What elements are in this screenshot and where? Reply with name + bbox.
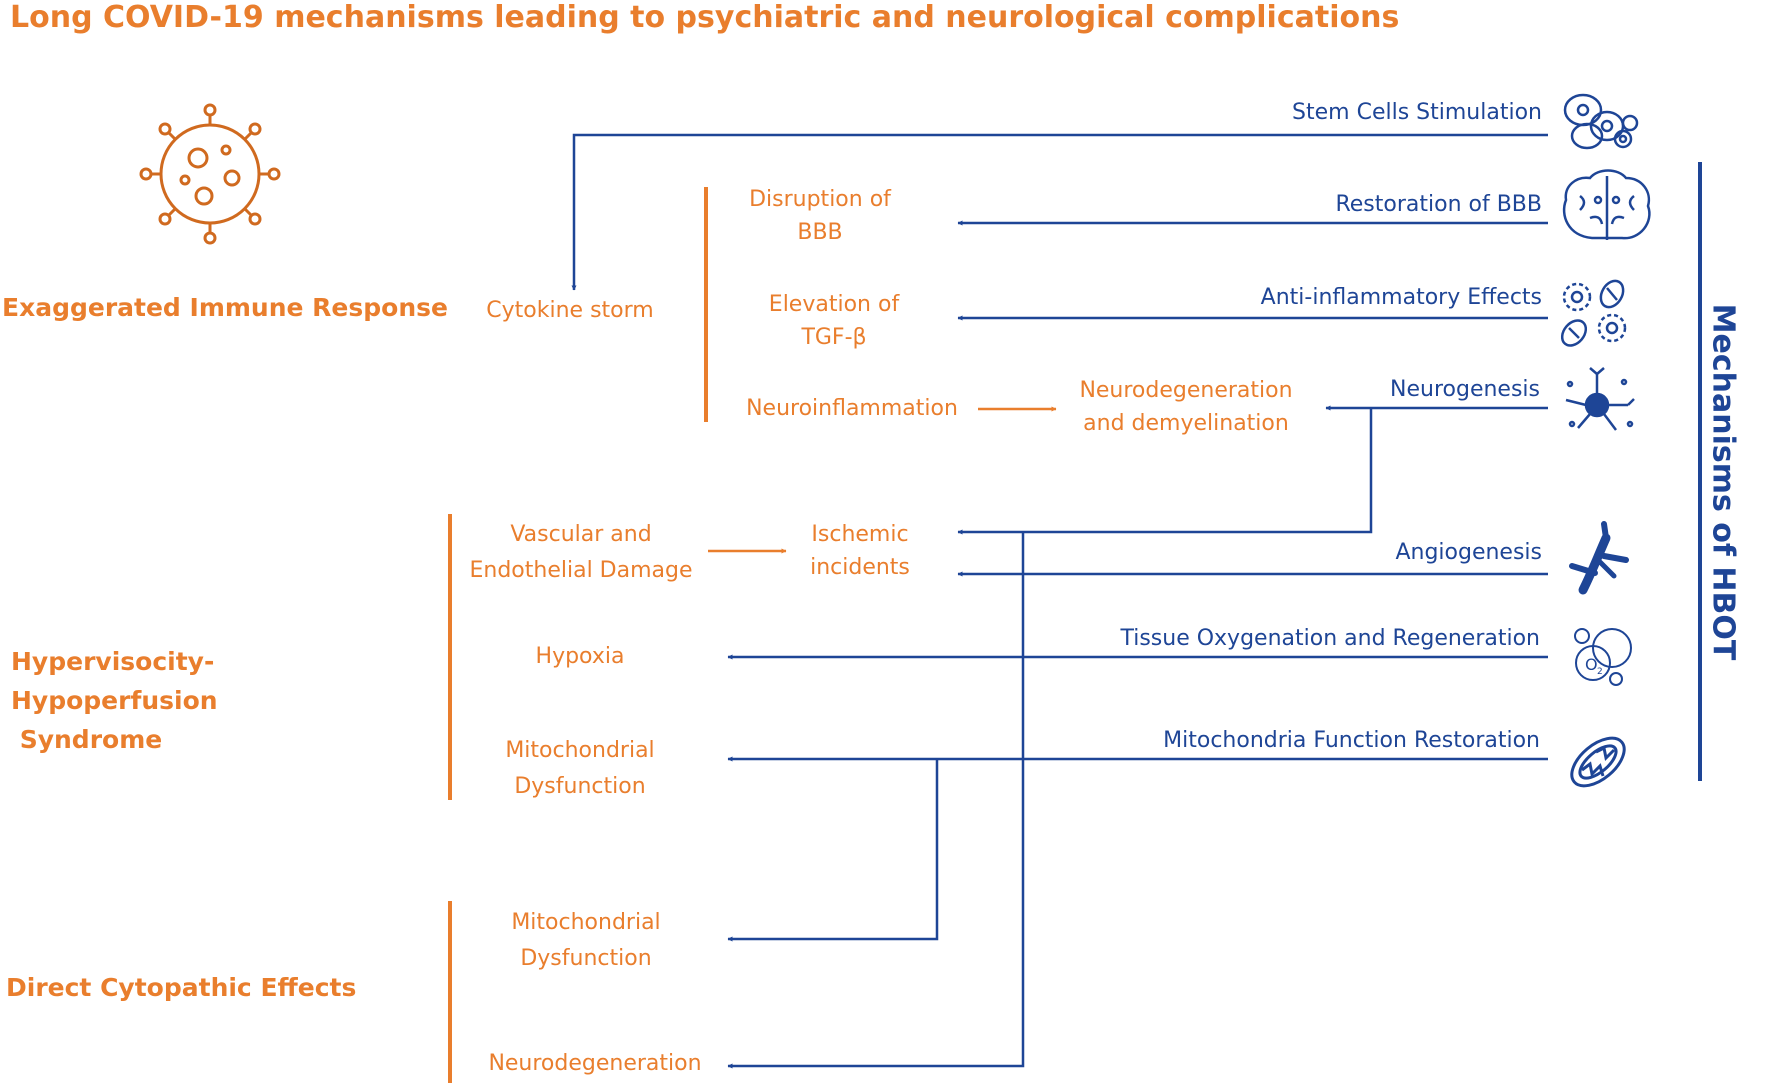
mitochondrial-dysfunction-label-1: Mitochondrial Dysfunction [470, 733, 690, 805]
hbot-mechanisms-label-box: Mechanisms of HBOT [1700, 292, 1746, 672]
mito2-line-1: Mitochondrial [511, 910, 661, 935]
stem-cells-connector [571, 133, 1548, 291]
mito1-line-2: Dysfunction [514, 774, 646, 799]
ischemic-line-2: incidents [810, 555, 910, 580]
neurodegeneration-connector [727, 532, 1025, 1069]
category-hypervisc-line-1: Hypervisocity- [11, 647, 215, 676]
neurodegeneration-label: Neurodegeneration [488, 1051, 702, 1076]
mito1-line-1: Mitochondrial [505, 738, 655, 763]
blood-vessel-icon [1569, 521, 1629, 595]
neurodegen-demyelination-line-1: Neurodegeneration [1079, 378, 1293, 403]
hypoxia-label: Hypoxia [535, 644, 625, 669]
bbb-disruption-line-1: Disruption of [749, 187, 891, 212]
neurogenesis-label: Neurogenesis [1390, 377, 1540, 402]
brain-icon [1562, 169, 1651, 240]
svg-text:O: O [1585, 655, 1598, 674]
ischemic-incidents-label: Ischemic incidents [790, 518, 930, 584]
category-hypervisc-line-3: Syndrome [11, 725, 163, 754]
ischemic-line-1: Ischemic [811, 522, 909, 547]
restoration-bbb-label: Restoration of BBB [1335, 192, 1542, 217]
cytokine-storm-label: Cytokine storm [486, 298, 654, 323]
neurodegen-demyelination-line-2: and demyelination [1083, 411, 1289, 436]
bbb-disruption-label: Disruption of BBB [720, 183, 920, 249]
mitochondria-restoration-label: Mitochondria Function Restoration [1163, 728, 1540, 753]
anti-inflammatory-icon [1560, 279, 1627, 347]
svg-text:2: 2 [1597, 667, 1603, 677]
angiogenesis-label: Angiogenesis [1395, 540, 1542, 565]
virus-icon [139, 103, 281, 245]
category-immune-response: Exaggerated Immune Response [2, 293, 448, 322]
stem-cells-stimulation-label: Stem Cells Stimulation [1292, 100, 1542, 125]
category-hypervisc-line-2: Hypoperfusion [11, 686, 218, 715]
tgf-elevation-line-1: Elevation of [768, 292, 900, 317]
category-cytopathic-effects: Direct Cytopathic Effects [6, 973, 357, 1002]
neurodegeneration-demyelination-label: Neurodegeneration and demyelination [1061, 374, 1311, 440]
tgf-elevation-label: Elevation of TGF-β [734, 288, 934, 354]
neuroinflammation-label: Neuroinflammation [746, 396, 958, 421]
hbot-mechanisms-label: Mechanisms of HBOT [1705, 303, 1741, 661]
anti-inflammatory-effects-label: Anti-inflammatory Effects [1260, 285, 1542, 310]
stem-cells-icon [1563, 93, 1639, 150]
mitochondria-icon [1570, 736, 1626, 788]
tgf-elevation-line-2: TGF-β [801, 325, 867, 350]
vascular-damage-line-2: Endothelial Damage [469, 558, 693, 583]
vascular-damage-label: Vascular and Endothelial Damage [461, 517, 701, 589]
tissue-oxygenation-label: Tissue Oxygenation and Regeneration [1120, 626, 1540, 651]
mito-cytopathic-connector [727, 759, 939, 942]
neurogenesis-ischemic-connector [957, 408, 1373, 535]
neuron-icon [1565, 367, 1635, 431]
page-title: Long COVID-19 mechanisms leading to psyc… [10, 0, 1400, 35]
vascular-damage-line-1: Vascular and [510, 522, 652, 547]
oxygen-icon: O 2 [1574, 628, 1632, 686]
bbb-disruption-line-2: BBB [797, 220, 843, 245]
mito2-line-2: Dysfunction [520, 946, 652, 971]
mitochondrial-dysfunction-label-2: Mitochondrial Dysfunction [476, 905, 696, 977]
